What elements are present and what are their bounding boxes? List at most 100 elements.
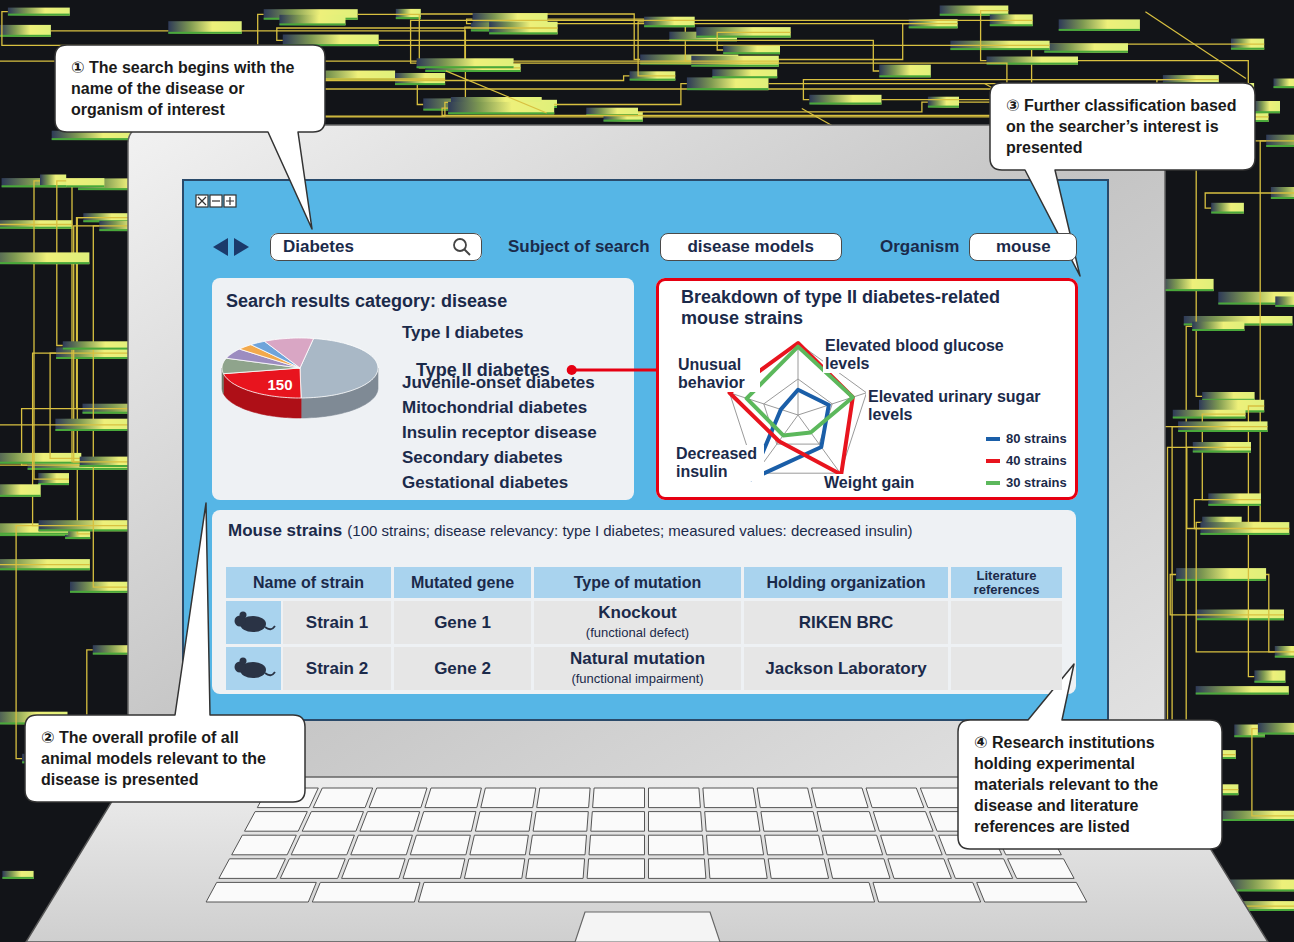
network-bar-edge	[279, 23, 345, 25]
network-bar	[1192, 322, 1244, 331]
network-bar	[2, 871, 33, 879]
network-bar	[8, 8, 70, 16]
key	[649, 835, 705, 855]
network-bar-edge	[417, 66, 514, 68]
network-bar-edge	[70, 591, 135, 593]
network-link	[514, 63, 1013, 115]
table-title: Mouse strains	[228, 521, 342, 540]
network-bar-edge	[0, 533, 68, 535]
key	[705, 812, 760, 832]
axis-label: Decreased insulin	[674, 445, 764, 481]
network-bar-edge	[396, 17, 421, 19]
table-cell: Jackson Laboratory	[744, 647, 948, 690]
key	[873, 882, 981, 902]
key	[206, 882, 316, 902]
network-background	[0, 6, 1294, 912]
network-link	[0, 225, 72, 530]
key	[529, 835, 586, 855]
key	[533, 812, 588, 832]
network-bar	[1258, 723, 1294, 735]
network-bar	[723, 46, 780, 55]
network-bar	[1161, 279, 1214, 291]
key	[881, 835, 943, 855]
callout-text: ③ Further classification based on the se…	[1006, 95, 1239, 158]
key	[1008, 859, 1075, 879]
radar-panel-fill	[656, 278, 1078, 500]
key	[313, 788, 373, 808]
key	[593, 788, 645, 808]
network-bar-edge	[1254, 681, 1285, 683]
mouse-tail	[265, 626, 275, 629]
network-bar-edge	[604, 120, 643, 122]
key	[312, 882, 420, 902]
key	[351, 835, 413, 855]
callout-text: ④ Research institutions holding experime…	[974, 732, 1206, 837]
network-bar-edge	[691, 65, 779, 67]
key	[360, 812, 420, 832]
network-bar-edge	[1274, 86, 1294, 88]
table-cell: Gene 2	[394, 647, 531, 690]
touchpad	[575, 912, 720, 942]
search-text: Diabetes	[283, 237, 354, 256]
key	[873, 812, 933, 832]
maximize-button	[224, 195, 236, 207]
mouse-ear	[240, 658, 247, 665]
network-link	[638, 102, 928, 112]
table-cell-note: (functional defect)	[534, 624, 741, 642]
callout-bubble: ④ Research institutions holding experime…	[958, 720, 1222, 849]
network-bar	[63, 341, 134, 349]
network-bar-edge	[1258, 733, 1294, 735]
legend-line-sample	[985, 456, 1001, 466]
key	[464, 859, 524, 879]
key	[418, 882, 874, 902]
network-bar-edge	[448, 112, 554, 114]
network-bar-edge	[990, 24, 1033, 26]
network-link	[638, 22, 675, 76]
network-bar-edge	[0, 568, 90, 570]
network-bar-edge	[1231, 48, 1264, 50]
key	[866, 788, 924, 808]
network-bar-edge	[1192, 329, 1244, 331]
key	[537, 788, 590, 808]
network-bar-edge	[696, 36, 790, 38]
network-link	[1155, 285, 1268, 427]
magnifier-handle	[465, 250, 471, 256]
network-bar-edge	[1197, 618, 1284, 620]
table-cell: Natural mutation	[534, 648, 741, 670]
key	[649, 812, 703, 832]
key	[369, 788, 427, 808]
key	[403, 859, 465, 879]
network-bar	[1044, 43, 1128, 52]
network-bar-edge	[168, 32, 241, 34]
table-cell: Knockout	[534, 602, 741, 624]
key	[812, 788, 869, 808]
mouse-icon	[235, 658, 276, 679]
network-bar-edge	[55, 429, 136, 431]
network-bar-edge	[28, 468, 129, 470]
network-bar	[0, 484, 41, 496]
network-bar	[1254, 670, 1285, 682]
key	[219, 859, 286, 879]
key	[649, 788, 701, 808]
network-bar	[928, 97, 959, 108]
network-bar-edge	[950, 48, 1049, 50]
network-link	[1168, 447, 1252, 754]
search-field: Organismmouse	[880, 233, 1077, 261]
network-link	[1187, 447, 1290, 528]
forward-arrow	[234, 238, 249, 256]
key	[245, 812, 308, 832]
network-link	[77, 218, 90, 534]
screen-graphics	[25, 45, 1255, 849]
table-cell-bg	[951, 647, 1062, 690]
table-cell-bg	[744, 601, 948, 644]
network-bar-edge	[0, 227, 72, 229]
mouse-ear	[240, 612, 247, 619]
key	[828, 859, 890, 879]
key	[418, 812, 476, 832]
legend-line-sample	[985, 434, 1001, 444]
magnifier-icon	[454, 239, 466, 251]
network-link	[1242, 141, 1267, 523]
legend-item: 40 strains	[985, 453, 1067, 469]
network-bar-edge	[1211, 212, 1244, 214]
key	[823, 835, 883, 855]
